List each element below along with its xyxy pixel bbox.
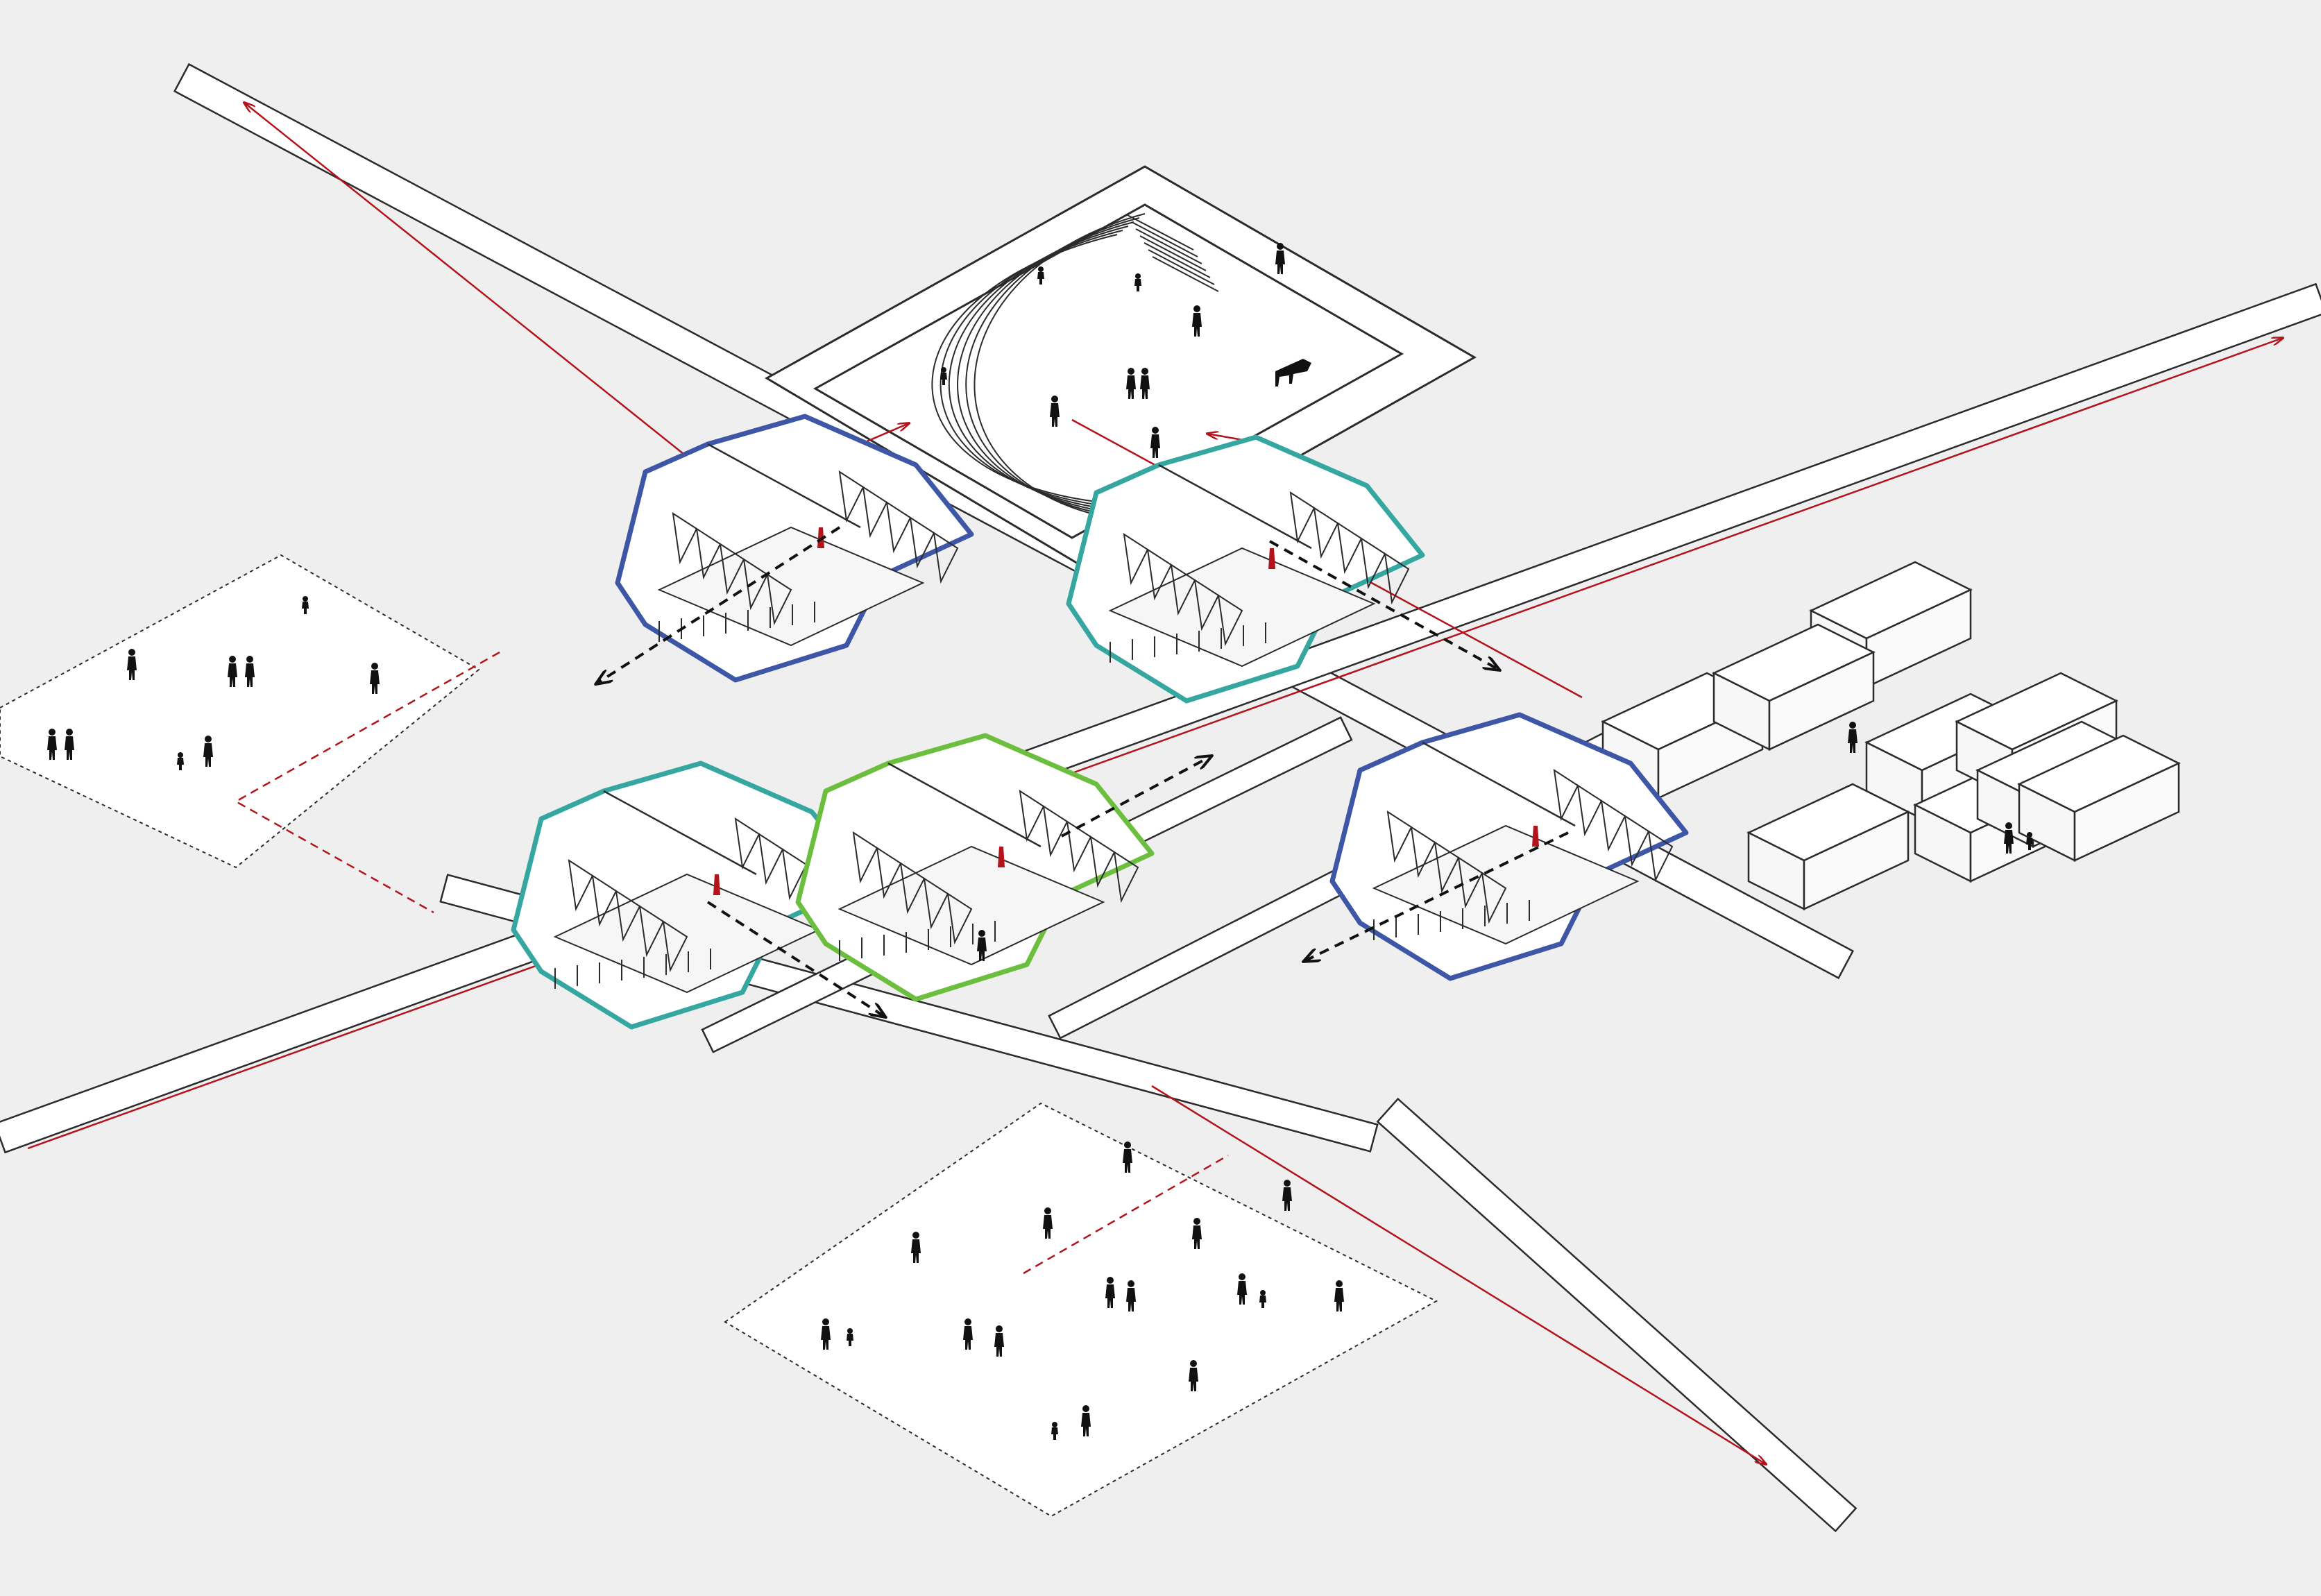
field-south <box>725 1103 1436 1516</box>
person-icon <box>1282 1180 1292 1211</box>
unit-centre <box>798 736 1152 999</box>
route-north-west <box>244 103 715 479</box>
field-west <box>0 555 479 867</box>
prefab-module-cluster <box>1603 562 2179 909</box>
housing-units <box>513 416 1686 1027</box>
road-south-east <box>1377 1099 1855 1531</box>
person-icon <box>1848 722 1857 753</box>
